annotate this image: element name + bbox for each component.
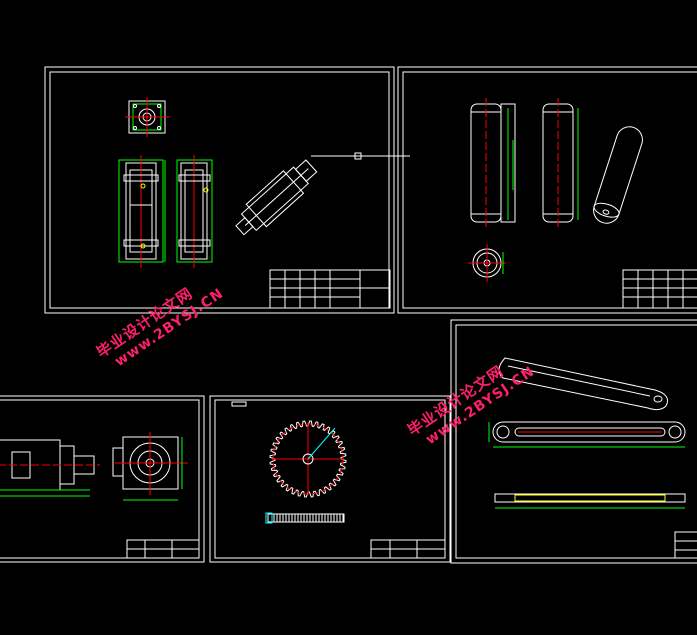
link-arm-isometric	[498, 357, 669, 411]
title-block-1	[269, 269, 391, 309]
sheet-1	[44, 66, 410, 314]
title-block-4	[370, 539, 446, 559]
cylinder-isometric-view	[235, 159, 318, 236]
cylinder-isometric	[593, 126, 643, 224]
motor-end-view	[112, 432, 188, 501]
cylinder-b	[542, 98, 579, 228]
sheet-5	[450, 319, 697, 564]
gear-section-view	[265, 512, 345, 524]
cylinder-a	[470, 98, 516, 228]
top-view-flange	[125, 97, 170, 137]
link-arm-top-view	[488, 421, 686, 448]
title-block-3	[126, 539, 200, 559]
cylinder-side-view	[176, 155, 213, 268]
motor-side-view	[0, 439, 100, 497]
cylinder-end-view	[468, 244, 506, 282]
sheet-3	[0, 395, 205, 563]
sheet-2	[397, 66, 697, 314]
title-block-5	[674, 531, 697, 559]
title-block-2	[622, 269, 697, 309]
link-arm-side-view	[494, 493, 686, 509]
cylinder-front-view	[118, 155, 166, 268]
sheet-4	[209, 395, 451, 563]
